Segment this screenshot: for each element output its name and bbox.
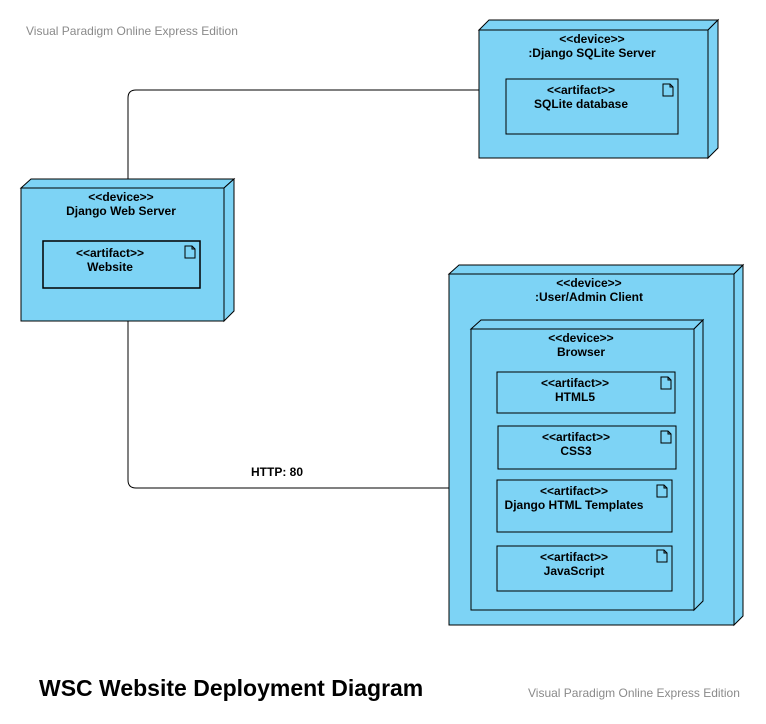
- artifact-stereotype: <<artifact>>: [541, 376, 609, 390]
- node-user-admin-client[interactable]: <<device>> :User/Admin Client <<device>>…: [447, 263, 745, 627]
- node-name: Browser: [557, 345, 605, 359]
- connector-label-http: HTTP: 80: [251, 465, 303, 479]
- artifact-name: HTML5: [555, 390, 595, 404]
- node-web-server[interactable]: <<device>> Django Web Server <<artifact>…: [19, 177, 236, 323]
- watermark-bottom: Visual Paradigm Online Express Edition: [528, 686, 740, 700]
- artifact-name: Django HTML Templates: [505, 498, 644, 512]
- artifact-javascript[interactable]: <<artifact>> JavaScript: [496, 545, 673, 592]
- node-stereotype: <<device>>: [88, 190, 153, 204]
- document-icon: [660, 430, 672, 444]
- node-browser[interactable]: <<device>> Browser <<artifact>> HTML5 <<…: [469, 318, 705, 612]
- artifact-html5[interactable]: <<artifact>> HTML5: [496, 371, 676, 414]
- node-name: Django Web Server: [66, 204, 176, 218]
- artifact-name: CSS3: [560, 444, 592, 458]
- artifact-django-html-templates[interactable]: <<artifact>> Django HTML Templates: [496, 479, 673, 533]
- document-icon: [656, 484, 668, 498]
- watermark-top: Visual Paradigm Online Express Edition: [26, 24, 238, 38]
- node-stereotype: <<device>>: [559, 32, 624, 46]
- artifact-stereotype: <<artifact>>: [547, 83, 615, 97]
- artifact-sqlite-database[interactable]: <<artifact>> SQLite database: [505, 78, 679, 135]
- connector-web-to-client[interactable]: [127, 321, 449, 489]
- document-icon: [660, 376, 672, 390]
- diagram-title: WSC Website Deployment Diagram: [39, 675, 424, 701]
- artifact-name: SQLite database: [534, 97, 628, 111]
- document-icon: [662, 83, 674, 97]
- node-stereotype: <<device>>: [556, 276, 621, 290]
- node-sqlite-server[interactable]: <<device>> :Django SQLite Server <<artif…: [477, 18, 720, 160]
- artifact-stereotype: <<artifact>>: [540, 484, 608, 498]
- artifact-css3[interactable]: <<artifact>> CSS3: [497, 425, 677, 470]
- node-name: :Django SQLite Server: [528, 46, 656, 60]
- node-stereotype: <<device>>: [548, 331, 613, 345]
- document-icon: [656, 549, 668, 563]
- artifact-stereotype: <<artifact>>: [76, 246, 144, 260]
- artifact-name: Website: [87, 260, 133, 274]
- node-name: :User/Admin Client: [535, 290, 643, 304]
- artifact-stereotype: <<artifact>>: [540, 550, 608, 564]
- artifact-website[interactable]: <<artifact>> Website: [42, 240, 201, 289]
- artifact-name: JavaScript: [544, 564, 605, 578]
- document-icon: [184, 245, 196, 259]
- connector-web-to-sqlite[interactable]: [127, 89, 479, 179]
- artifact-stereotype: <<artifact>>: [542, 430, 610, 444]
